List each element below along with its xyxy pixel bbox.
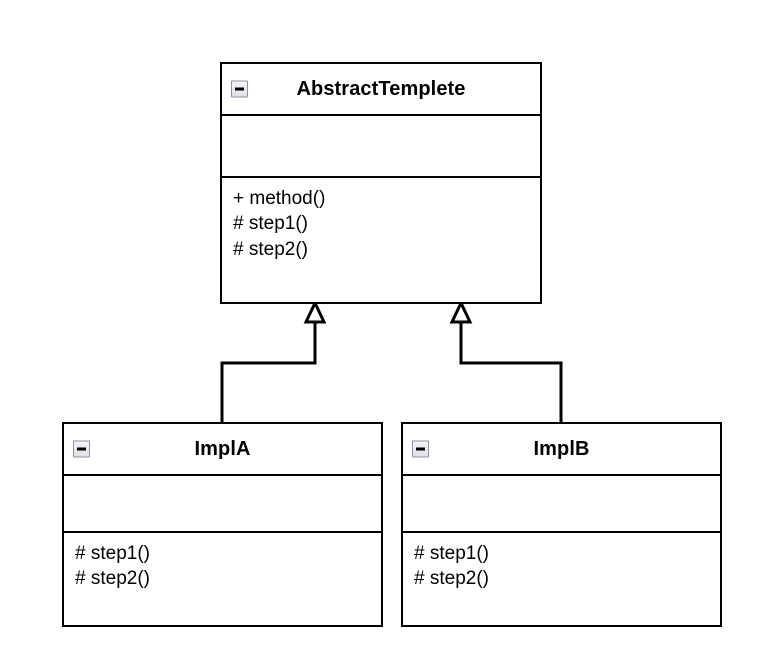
class-box-impla[interactable]: ImplA # step1() # step2() <box>62 422 383 627</box>
generalization-implb[interactable] <box>449 299 563 422</box>
operation-item: # step2() <box>233 238 308 260</box>
collapse-minus-icon[interactable] <box>231 80 248 98</box>
operation-item: + method() <box>233 188 326 209</box>
collapse-minus-bar <box>235 87 244 91</box>
operation-item: # step1() <box>233 213 308 235</box>
collapse-minus-bar <box>77 447 86 451</box>
class-header-implb: ImplB <box>403 424 720 476</box>
operation-item: # step2() <box>414 568 489 590</box>
class-operations-impla: # step1() # step2() <box>64 533 381 625</box>
hollow-triangle-arrowhead-icon <box>449 299 473 324</box>
class-operations-implb: # step1() # step2() <box>403 533 720 625</box>
operation-item: # step1() <box>414 543 489 564</box>
generalization-implb-line <box>459 322 563 422</box>
generalization-impla-line <box>220 322 317 422</box>
class-attributes-implb <box>403 476 720 533</box>
collapse-minus-bar <box>416 447 425 451</box>
class-attributes-impla <box>64 476 381 533</box>
class-box-abstracttemplete[interactable]: AbstractTemplete + method() # step1() # … <box>220 62 542 304</box>
class-header-impla: ImplA <box>64 424 381 476</box>
generalization-impla[interactable] <box>220 299 327 422</box>
operation-item: # step2() <box>75 568 150 590</box>
operation-item: # step1() <box>75 543 150 564</box>
class-box-implb[interactable]: ImplB # step1() # step2() <box>401 422 722 627</box>
class-name-impla: ImplA <box>194 437 251 460</box>
class-attributes-abstracttemplete <box>222 116 540 178</box>
class-name-implb: ImplB <box>533 437 590 460</box>
class-operations-abstracttemplete: + method() # step1() # step2() <box>222 178 540 302</box>
class-header-abstracttemplete: AbstractTemplete <box>222 64 540 116</box>
collapse-minus-icon[interactable] <box>412 440 429 458</box>
class-name-abstracttemplete: AbstractTemplete <box>296 77 466 100</box>
collapse-minus-icon[interactable] <box>73 440 90 458</box>
hollow-triangle-arrowhead-icon <box>303 299 327 324</box>
